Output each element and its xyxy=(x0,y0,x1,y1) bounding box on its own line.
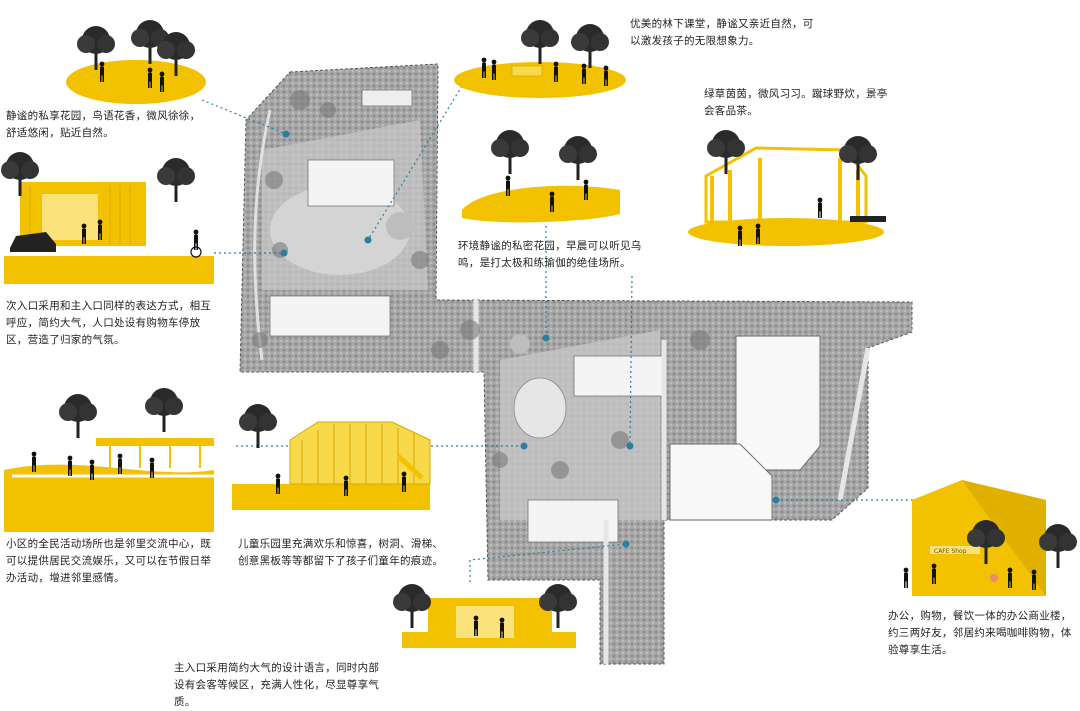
vignette-activity-center xyxy=(4,388,214,532)
vignette-quiet-garden xyxy=(462,130,620,223)
vignette-forest-classroom xyxy=(454,20,626,98)
caption-activity-center: 小区的全民活动场所也是邻里交流中心，既可以提供居民交流娱乐，又可以在节假日举办活… xyxy=(6,538,212,584)
vignette-private-garden xyxy=(66,20,206,104)
caption-private-garden: 静谧的私享花园，鸟语花香，微风徐徐，舒适悠闲，贴近自然。 xyxy=(6,110,201,139)
leader-lines xyxy=(201,85,916,582)
building-west xyxy=(269,295,391,337)
commercial-block-north xyxy=(735,335,821,471)
caption-playground: 儿童乐园里充满欢乐和惊喜，树洞、滑梯、创意黑板等等都留下了孩子们童年的痕迹。 xyxy=(238,538,444,567)
caption-commercial: 办公，购物，餐饮一体的办公商业楼，约三两好友，邻居约来喝咖啡购物，体验尊享生活。 xyxy=(888,610,1072,656)
building-south xyxy=(527,499,619,543)
site-plan xyxy=(239,63,913,665)
caption-quiet-garden: 环境静谧的私密花园，早晨可以听见乌鸣，是打太极和练瑜伽的绝佳场所。 xyxy=(458,240,642,269)
vignette-playground xyxy=(232,404,431,510)
caption-forest-class: 优美的林下课堂，静谧又亲近自然，可以激发孩子的无限想象力。 xyxy=(630,18,814,47)
vignette-main-entry xyxy=(393,584,577,648)
leader-dots xyxy=(280,130,780,548)
vignette-lawn-pavilion xyxy=(688,130,886,246)
shop-sign: CAFE Shop xyxy=(934,548,967,555)
building-center xyxy=(573,355,667,397)
caption-lawn: 绿草茵茵，微风习习。蹴球野炊，景亭会客品茶。 xyxy=(704,88,888,117)
vignette-commercial: CAFE Shop xyxy=(903,480,1077,596)
caption-secondary-entry: 次入口采用和主入口同样的表达方式，相互呼应，简约大气，人口处设有购物车停放区，营… xyxy=(6,300,212,346)
commercial-block-south xyxy=(669,443,773,521)
building-north xyxy=(307,159,395,207)
caption-main-entry: 主入口采用简约大气的设计语言，同时内部设有会客等候区，充满人性化，尽显尊享气质。 xyxy=(174,662,380,708)
vignette-secondary-entry xyxy=(1,152,214,284)
